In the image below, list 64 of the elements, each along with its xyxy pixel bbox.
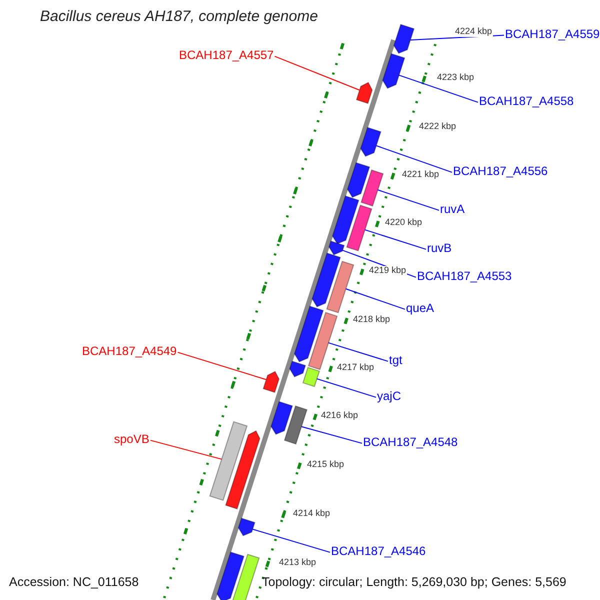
gene-block [216,551,245,600]
scale-label: 4224 kbp [454,27,494,37]
leader-line [150,440,222,460]
gene-block [328,240,345,256]
leader-line [364,229,426,250]
scale-label: 4217 kbp [336,363,376,373]
gene-label: ruvB [427,242,452,256]
scale-label: 4214 kbp [292,509,332,519]
gene-bar [326,260,354,314]
scale-label: 4213 kbp [278,558,318,568]
gene-block [346,162,370,198]
gene-label: BCAH187_A4549 [82,345,177,358]
gene-label: BCAH187_A4559 [505,28,600,42]
gene-bar [284,405,308,445]
gene-bar [308,312,338,370]
gene-label: BCAH187_A4558 [479,95,574,108]
scale-label: 4216 kbp [320,411,360,421]
leader-line [376,145,452,173]
gene-block [225,430,260,510]
scale-label: 4220 kbp [384,218,424,228]
gene-bar [209,421,248,501]
scale-label: 4221 kbp [401,170,440,180]
accession-text: Accession: NC_011658 [9,576,139,590]
leader-line [328,342,388,362]
gene-block [393,24,415,54]
gene-label: yajC [377,390,402,404]
leader-line [274,56,360,91]
gene-label: BCAH187_A4546 [331,545,426,558]
gene-label: BCAH187_A4553 [417,270,512,284]
gene-label: BCAH187_A4556 [453,165,548,178]
gene-bar [302,366,320,388]
gene-label: tgt [389,354,402,368]
leader-line [316,378,376,398]
gene-block [294,306,324,362]
genome-info-text: Topology: circular; Length: 5,269,030 bp; Genes: 5,569 [262,576,566,590]
gene-block [270,400,294,435]
scale-label: 4223 kbp [436,73,476,83]
gene-label: ruvA [440,203,465,216]
title: Bacillus cereus AH187, complete genome [40,9,318,26]
gene-block [262,370,280,394]
leader-line [377,189,440,211]
leader-line [177,352,267,380]
leader-line [252,528,330,553]
scale-label: 4218 kbp [352,315,392,325]
gene-block [289,360,306,378]
gene-bar [360,169,384,207]
leader-line [345,288,406,310]
scale-label: 4215 kbp [306,460,346,470]
gene-block [312,252,341,308]
leader-line [301,426,362,444]
gene-label: BCAH187_A4557 [179,49,274,62]
gene-label: queA [406,302,434,316]
gene-block [356,82,373,104]
gene-label: spoVB [114,433,150,446]
gene-block [332,195,360,244]
scale-label: 4219 kbp [368,266,408,276]
gene-bar [346,204,372,252]
gene-bar [232,554,260,600]
leader-line [398,74,478,103]
gene-label: BCAH187_A4548 [363,436,458,450]
scale-label: 4222 kbp [418,122,458,132]
gene-block [238,518,256,536]
gene-block [382,53,406,89]
gene-block [360,126,382,157]
